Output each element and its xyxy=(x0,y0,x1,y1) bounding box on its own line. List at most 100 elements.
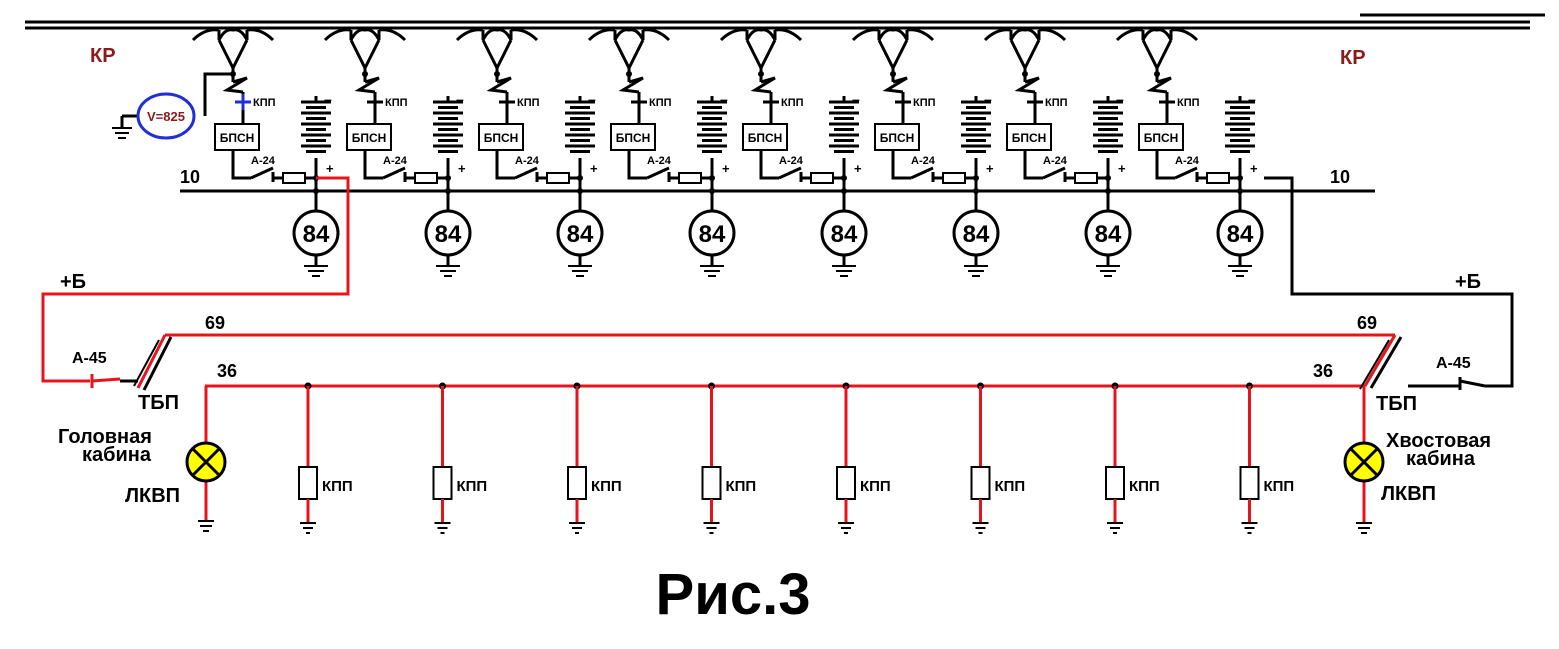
collector-shoe xyxy=(719,28,749,42)
wire-69-label-right: 69 xyxy=(1357,313,1377,333)
junction-dot xyxy=(1237,188,1243,194)
lkvp-label-right: ЛКВП xyxy=(1381,483,1436,505)
kpp-relay: КПП xyxy=(836,382,891,534)
plus-b-label-left: +Б xyxy=(60,271,86,293)
junction-dot xyxy=(626,71,632,77)
kr-label-left: КР xyxy=(90,45,116,67)
bpsn-label: БПСН xyxy=(484,131,519,145)
head-cab-label-line1: Головная xyxy=(58,426,152,448)
junction-dot xyxy=(577,175,583,181)
relay-coil xyxy=(1105,466,1125,500)
fuse-symbol xyxy=(882,76,908,94)
plus-b-label-right: +Б xyxy=(1455,271,1481,293)
motor-label: 84 xyxy=(435,221,462,248)
junction-dot xyxy=(841,175,847,181)
a24-wire xyxy=(1155,150,1175,180)
relay-coil xyxy=(432,466,453,500)
tbp-connector-left: ТБП xyxy=(133,334,179,414)
collector-shoe xyxy=(191,28,221,42)
bpsn-box xyxy=(478,123,524,151)
relay-kpp-label: КПП xyxy=(1129,478,1160,495)
units-layer: КППБПСНА-24–+84КППБПСНА-24–+84КППБПСНА-2… xyxy=(191,28,1264,277)
kpp-relay: КПП xyxy=(1105,382,1160,534)
battery-plus-label: + xyxy=(722,161,730,176)
battery-minus-label: – xyxy=(1248,91,1256,107)
collector-shoe xyxy=(877,28,909,41)
kpp-relay: КПП xyxy=(432,382,487,534)
collector-arm xyxy=(1141,39,1173,72)
kpp-label: КПП xyxy=(385,97,408,109)
a24-wire xyxy=(495,150,515,180)
junction-dot xyxy=(445,188,451,194)
a45-label-left: А-45 xyxy=(72,350,107,367)
junction-dot xyxy=(841,188,847,194)
fuse-box xyxy=(414,172,438,184)
relay-coil xyxy=(970,466,991,500)
battery-minus-label: – xyxy=(720,91,728,107)
a45-label-right: А-45 xyxy=(1436,355,1471,372)
relay-coil xyxy=(298,466,318,500)
battery-plus-label: + xyxy=(854,161,862,176)
collector-arm xyxy=(217,39,249,72)
relay-kpp-label: КПП xyxy=(726,478,757,495)
switch-a45-right: А-45 xyxy=(1408,355,1486,390)
junction-dot xyxy=(1105,175,1111,181)
collector-shoe xyxy=(613,28,645,41)
tbp-label-right: ТБП xyxy=(1376,393,1417,415)
collector-arm xyxy=(1009,39,1041,72)
junction-dot xyxy=(1154,71,1160,77)
battery-plus-label: + xyxy=(326,161,334,176)
junction-dot xyxy=(577,188,583,194)
relay-kpp-label: КПП xyxy=(995,478,1026,495)
bpsn-box xyxy=(742,123,788,151)
bpsn-label: БПСН xyxy=(616,131,651,145)
collector-shoe xyxy=(983,28,1013,42)
tail-cab-lamp: Хвостовая кабина ЛКВП xyxy=(1343,386,1491,534)
a24-label: А-24 xyxy=(383,155,408,167)
kpp-label: КПП xyxy=(517,97,540,109)
junction-dot xyxy=(709,188,715,194)
a24-label: А-24 xyxy=(779,155,804,167)
fuse-box xyxy=(1074,172,1098,184)
bpsn-label: БПСН xyxy=(1144,131,1179,145)
battery-minus-label: – xyxy=(1116,91,1124,107)
relay-coil xyxy=(836,466,856,500)
battery-plus-label: + xyxy=(458,161,466,176)
collector-shoe xyxy=(349,28,381,41)
fuse-box xyxy=(942,172,966,184)
tbp-connector-right: ТБП xyxy=(1359,334,1417,415)
fuse-box xyxy=(1206,172,1230,184)
kpp-label: КПП xyxy=(913,97,936,109)
a24-switch xyxy=(1042,166,1066,180)
switch-a45-left: А-45 xyxy=(72,350,138,388)
motor-label: 84 xyxy=(1095,221,1122,248)
motor-label: 84 xyxy=(963,221,990,248)
a24-switch xyxy=(646,166,670,180)
junction-dot xyxy=(445,175,451,181)
kpp-label: КПП xyxy=(253,97,276,109)
relay-coil xyxy=(567,466,587,500)
a24-label: А-24 xyxy=(647,155,672,167)
a24-switch xyxy=(1174,166,1198,180)
fuse-symbol xyxy=(354,76,380,94)
battery-plus-label: + xyxy=(1118,161,1126,176)
tail-cab-label-line1: Хвостовая xyxy=(1386,430,1491,452)
a24-wire xyxy=(1023,150,1043,180)
bpsn-label: БПСН xyxy=(352,131,387,145)
junction-dot xyxy=(1105,188,1111,194)
motor-label: 84 xyxy=(831,221,858,248)
fuse-symbol xyxy=(618,76,644,94)
relay-kpp-label: КПП xyxy=(860,478,891,495)
kpp-label: КПП xyxy=(781,97,804,109)
tail-cab-label-line2: кабина xyxy=(1406,448,1476,470)
battery-plus-label: + xyxy=(986,161,994,176)
collector-shoe xyxy=(455,28,485,42)
fuse-symbol xyxy=(750,76,776,94)
kr-label-right: КР xyxy=(1340,47,1366,69)
a24-label: А-24 xyxy=(911,155,936,167)
junction-dot xyxy=(494,71,500,77)
